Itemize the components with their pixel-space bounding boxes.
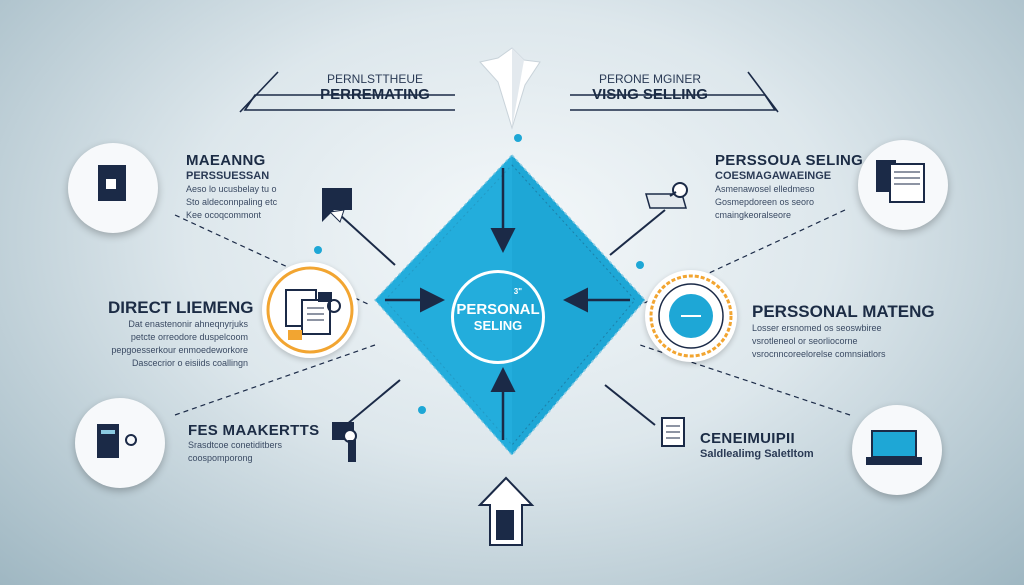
header-left-line2: PERREMATING (320, 86, 430, 103)
left-top-desc-1: Aeso lo ucusbelay tu o (186, 184, 277, 194)
pointer-line-left-bottom (339, 379, 401, 431)
header-arrow-right (570, 94, 777, 111)
right-mid-title: PERSSONAL MATENG (752, 302, 935, 321)
header-right-line1: PERONE MGINER (598, 72, 701, 86)
paper-crane-icon (479, 47, 541, 130)
left-top-desc-3: Kee ocoqcommont (186, 210, 262, 220)
header-right: PERONE MGINER VISNG SELLING (570, 72, 730, 103)
right-top-desc-1: Asmenawosel elledmeso (715, 184, 815, 194)
center-badge-line2: SELING (473, 317, 523, 333)
round-icon-right (645, 270, 737, 362)
block-left-top: MAEANNG PERSSUESSAN Aeso lo ucusbelay tu… (186, 152, 277, 222)
pointer-line-right-bottom (604, 384, 656, 426)
target-icon (649, 274, 733, 358)
round-icon-left (262, 262, 358, 358)
left-mid-desc-2: petcte orreodore duspelcoom (130, 332, 248, 342)
right-top-subtitle: COESMAGAWAEINGE (715, 170, 832, 182)
left-mid-desc-1: Dat enastenonir ahneqnyrjuks (128, 319, 248, 329)
search-icon (645, 182, 688, 209)
bubble-left-top (68, 143, 158, 233)
right-mid-desc-3: vsrocnncoreelorelse comnsiatlors (752, 349, 886, 359)
connector-right-top (639, 209, 846, 306)
block-right-bottom: CENEIMUIPII Saldlealimg Saletltom (700, 430, 814, 461)
block-left-mid: DIRECT LIEMENG Dat enastenonir ahneqnyrj… (108, 298, 254, 370)
laptop-icon (866, 430, 922, 465)
left-bottom-desc-1: Srasdtcoe conetiditbers (188, 440, 283, 450)
block-left-bottom: FES MAAKERTTS Srasdtcoe conetiditbers co… (188, 422, 319, 465)
left-mid-title: DIRECT LIEMENG (108, 298, 254, 317)
report-icon (876, 160, 925, 203)
checklist-icon (97, 424, 137, 458)
bubble-right-top (858, 140, 948, 230)
pointer-line-left-top (339, 214, 396, 266)
header-left: PERNLSTTHEUE PERREMATING (300, 72, 450, 103)
paperwork-icon (266, 266, 354, 354)
center-badge-line1: PERSONAL (456, 300, 540, 318)
left-top-subtitle: PERSSUESSAN (186, 170, 270, 182)
bubble-left-bottom (75, 398, 165, 488)
left-mid-desc-3: pepgoesserkour enmoedeworkore (111, 345, 248, 355)
left-mid-desc-4: Dascecrior o eisiids coallingn (131, 358, 248, 368)
right-top-desc-2: Gosmepdoreen os seoro (715, 197, 815, 207)
left-bottom-title: FES MAAKERTTS (188, 422, 320, 439)
left-top-desc-2: Sto aldeconnpaling etc (186, 197, 278, 207)
house-icon (477, 476, 535, 546)
megaphone-icon (322, 188, 352, 223)
right-top-desc-3: cmaingkeoralseore (715, 210, 792, 220)
header-right-line2: VISNG SELLING (592, 86, 708, 103)
block-right-mid: PERSSONAL MATENG Losser ersnomed os seos… (752, 302, 935, 361)
center-badge: 3" PERSONAL SELING (451, 270, 545, 364)
right-bottom-title: CENEIMUIPII (700, 430, 795, 447)
left-bottom-desc-2: coospomporong (188, 453, 253, 463)
center-badge-small: 3" (513, 287, 522, 296)
block-right-top: PERSSOUA SELING COESMAGAWAEINGE Asmenawo… (715, 152, 863, 222)
right-top-title: PERSSOUA SELING (715, 152, 864, 169)
bubble-right-bottom (852, 405, 942, 495)
right-mid-desc-1: Losser ersnomed os seoswbiree (752, 323, 882, 333)
flag-icon (332, 422, 357, 462)
pointer-line-right-top (609, 209, 666, 256)
notes-icon (661, 417, 685, 447)
right-bottom-subtitle: Saldlealimg Saletltom (700, 448, 814, 460)
header-left-line1: PERNLSTTHEUE (326, 72, 424, 86)
left-top-title: MAEANNG (186, 152, 266, 169)
document-icon (98, 165, 126, 201)
header-arrow-left (243, 94, 455, 111)
right-mid-desc-2: vsrotleneol or seorliocorne (752, 336, 858, 346)
